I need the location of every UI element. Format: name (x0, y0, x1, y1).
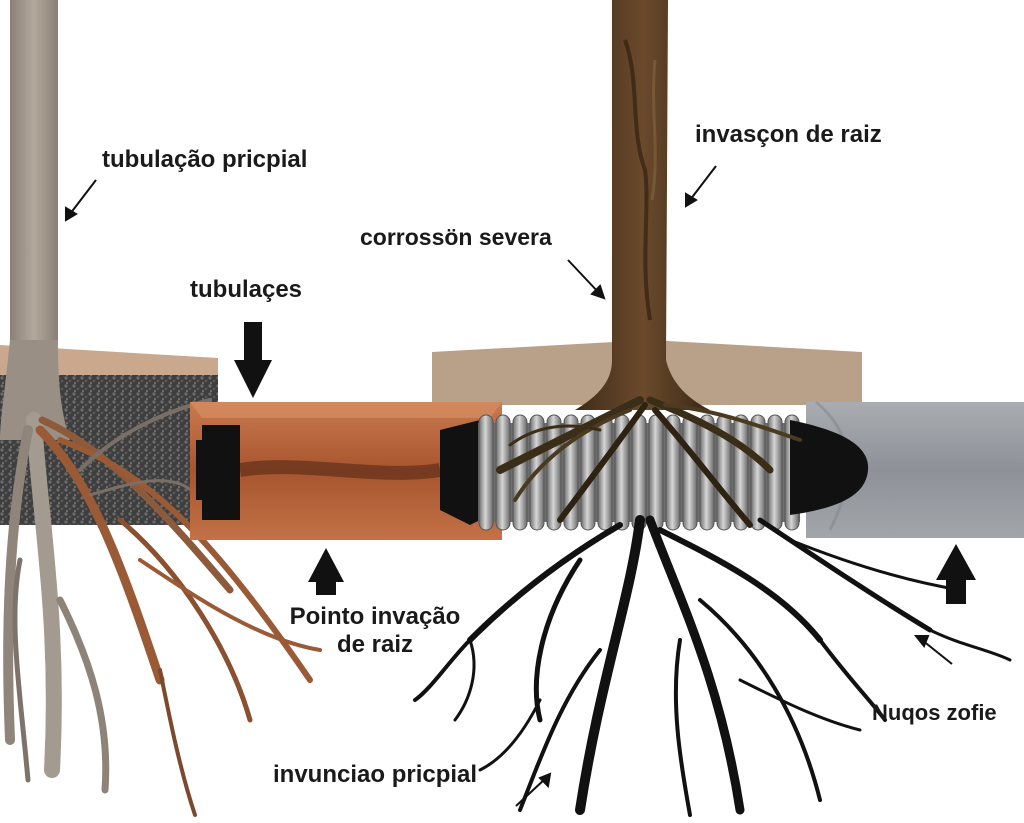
corrugated-pipe-rib (648, 414, 664, 531)
thin-arrow-icon (515, 772, 552, 807)
corrosion-label: corrossön severa (360, 224, 552, 250)
entry-point-label-line2: de raiz (336, 630, 414, 658)
copper-pipe (190, 402, 502, 540)
corrugated-pipe (478, 414, 800, 531)
entry-point-label-line1: Pointo invação (289, 603, 461, 630)
corrugated-pipe-rib (682, 414, 698, 531)
corrugated-pipe-rib (597, 414, 613, 531)
main-pipe-label: tubulação pricpial (102, 146, 308, 173)
new-roots-label: Nuqos zofie (872, 700, 997, 725)
corrugated-pipe-rib (665, 414, 681, 531)
corrugated-pipe-rib (750, 414, 766, 531)
left-tree-roots (3, 398, 322, 817)
corrugated-pipe-rib (546, 414, 562, 531)
thin-arrow-icon (65, 179, 97, 222)
right-tree-trunk (575, 0, 710, 410)
block-arrow-up-icon (308, 548, 344, 595)
left-tree-trunk (0, 0, 70, 440)
block-arrow-up-icon (936, 544, 976, 604)
thin-arrow-icon (913, 635, 953, 665)
corrugated-pipe-rib (631, 414, 647, 531)
invading-roots-in-pipe (496, 396, 802, 528)
corrugated-pipe-rib (478, 414, 494, 531)
corrugated-pipe-rib (512, 414, 528, 531)
thin-arrow-icon (567, 259, 606, 300)
steel-pipe (790, 400, 1024, 538)
root-invasion-label: invasçon de raiz (695, 121, 882, 148)
junction-label: invunciao pricpial (273, 761, 478, 788)
block-arrow-down-icon (234, 322, 272, 398)
dark-root-network (413, 515, 1012, 817)
pipes-label: tubulaçes (190, 276, 303, 303)
thin-arrow-icon (685, 165, 717, 208)
entry-point-label: Pointo invação de raiz (270, 603, 480, 658)
